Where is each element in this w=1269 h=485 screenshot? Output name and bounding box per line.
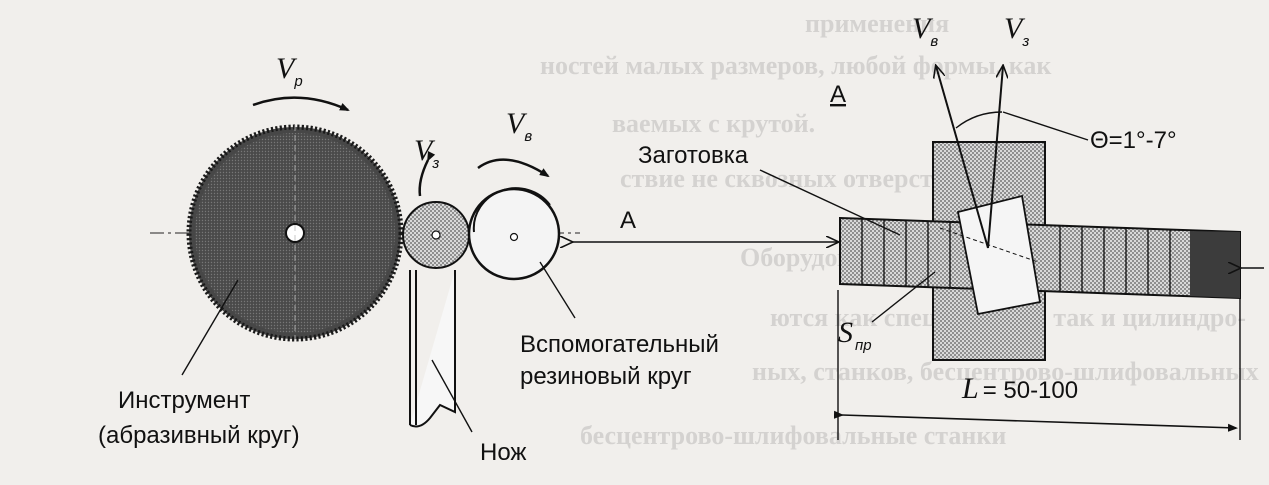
- knife: [409, 270, 456, 428]
- vz-vector: [987, 66, 1003, 249]
- vv-label: Vв: [506, 107, 532, 145]
- length-label: L= 50-100: [961, 372, 1078, 405]
- rubber-wheel-section: [956, 194, 1042, 316]
- section-a-view: [839, 141, 1264, 361]
- bleed-line-3: ваемых с крутой.: [612, 109, 815, 138]
- tool-label-line-1: Инструмент: [118, 387, 250, 414]
- auxiliary-wheel-center: [509, 232, 519, 242]
- vp-label: Vр: [276, 52, 303, 90]
- auxiliary-wheel-rim: [472, 187, 551, 233]
- vz-rotation-arrow: [418, 151, 436, 197]
- vz-label: Vз: [414, 134, 439, 172]
- abrasive-wheel-hub: [285, 223, 305, 243]
- section-a-title: A: [830, 81, 846, 108]
- knife-blade: [409, 270, 456, 428]
- vv2-label: Vв: [912, 12, 938, 50]
- length-dimension-line: [833, 410, 1238, 432]
- spr-leader: [871, 271, 936, 323]
- knife-label: Нож: [480, 439, 526, 466]
- workpiece-center: [431, 230, 441, 240]
- workpiece-strip-end: [1190, 231, 1240, 298]
- bleed-line-1: применения: [805, 9, 949, 38]
- tool-leader: [181, 279, 239, 376]
- theta-label: Θ=1°-7°: [1090, 127, 1177, 154]
- tool-label-line-2: (абразивный круг): [98, 422, 300, 449]
- knife-leader: [431, 359, 473, 433]
- vz2-label: Vз: [1004, 12, 1029, 50]
- bleed-through-text: применения ностей малых размеров, любой …: [540, 9, 1259, 450]
- auxiliary-wheel-label-line-2: резиновый круг: [520, 363, 692, 390]
- theta-angle-arc: [955, 111, 1003, 129]
- bleed-line-2: ностей малых размеров, любой формы, как: [540, 51, 1051, 80]
- workpiece-strip: [839, 216, 1241, 300]
- vp-rotation-arrow: [252, 96, 350, 112]
- workpiece-circle: [402, 201, 470, 269]
- a-dimension-label: A: [620, 207, 636, 234]
- auxiliary-rubber-wheel: [467, 187, 561, 281]
- workpiece-leader: [759, 169, 901, 236]
- auxiliary-wheel-label-line-1: Вспомогательный: [520, 331, 719, 358]
- bleed-line-8: бесцентрово-шлифовальные станки: [580, 421, 1006, 450]
- vv-vector: [936, 66, 989, 249]
- auxiliary-wheel-leader: [539, 261, 576, 319]
- theta-leader: [1002, 111, 1089, 141]
- workpiece-label: Заготовка: [638, 142, 749, 169]
- abrasive-wheel: [186, 124, 404, 342]
- bleed-line-4: ствие не сквозных отверстий: [620, 164, 963, 193]
- bleed-line-7: ных, станков, бесцентрово-шлифовальных: [752, 357, 1259, 386]
- vv-rotation-arrow: [477, 158, 550, 178]
